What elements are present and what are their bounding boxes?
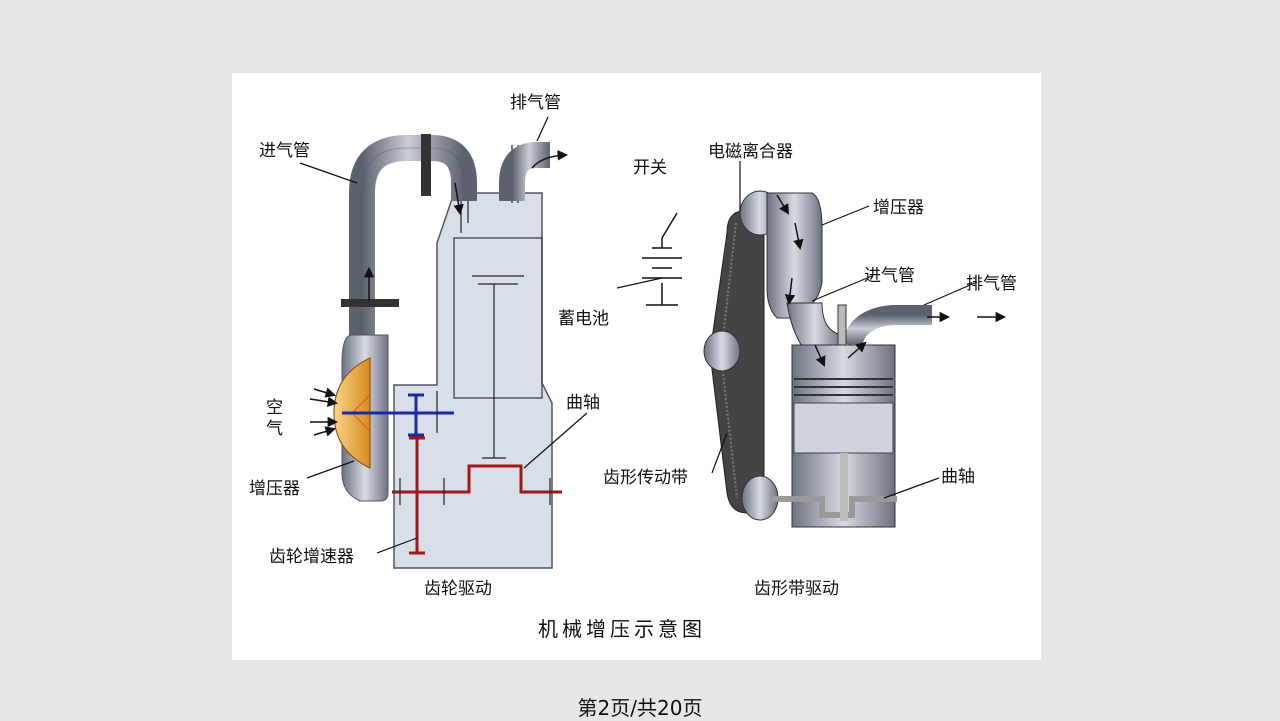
label-intake-pipe-left: 进气管 (259, 141, 310, 161)
bearings (399, 391, 551, 505)
belt-crank (772, 496, 897, 518)
label-magnetic-clutch: 电磁离合器 (708, 142, 793, 162)
label-gear-step-up: 齿轮增速器 (269, 547, 354, 567)
supercharger-diagram: 排气管 进气管 开关 蓄电池 空 气 增压器 曲轴 齿轮增速器 齿轮驱动 电磁离… (249, 93, 1017, 641)
spark-plug (837, 304, 847, 346)
label-air-2: 气 (266, 419, 283, 439)
label-battery: 蓄电池 (558, 309, 609, 329)
red-crankshaft-gear (392, 436, 562, 555)
label-supercharger-left: 增压器 (249, 479, 300, 499)
slide-card: 排气管 进气管 开关 蓄电池 空 气 增压器 曲轴 齿轮增速器 齿轮驱动 电磁离… (232, 73, 1041, 660)
cylinder (453, 237, 543, 399)
caption-belt-drive: 齿形带驱动 (754, 579, 839, 599)
pipe-flange (341, 299, 399, 307)
label-crankshaft-right: 曲轴 (941, 467, 975, 487)
belt-piston (794, 378, 893, 396)
belt-drive-diagram (703, 190, 1007, 528)
leader-lines (299, 116, 978, 554)
belt-exhaust-pipe (842, 305, 932, 348)
page-indicator: 第2页/共20页 (577, 696, 703, 720)
label-supercharger-right: 增压器 (873, 198, 924, 218)
piston (472, 275, 524, 459)
exhaust-pipe-shape (499, 142, 550, 201)
battery-switch-circuit (642, 212, 682, 306)
diagram-title: 机械增压示意图 (538, 617, 706, 641)
label-crankshaft-left: 曲轴 (566, 393, 600, 413)
label-exhaust-pipe-left: 排气管 (510, 93, 561, 113)
labels: 排气管 进气管 开关 蓄电池 空 气 增压器 曲轴 齿轮增速器 齿轮驱动 电磁离… (249, 93, 1017, 641)
label-toothed-belt: 齿形传动带 (603, 468, 688, 488)
label-exhaust-pipe-right: 排气管 (966, 274, 1017, 294)
intake-flange (421, 134, 431, 196)
label-air-1: 空 (266, 398, 283, 418)
label-switch: 开关 (633, 158, 667, 178)
gear-drive-diagram (309, 134, 569, 569)
blue-drive-shaft (342, 393, 454, 437)
intake-pipe (349, 135, 477, 373)
label-intake-pipe-right: 进气管 (864, 266, 915, 286)
belt-supercharger (766, 192, 823, 319)
mid-pulley (703, 330, 741, 372)
caption-gear-drive: 齿轮驱动 (424, 579, 492, 599)
air-flow-arrows (309, 387, 339, 437)
